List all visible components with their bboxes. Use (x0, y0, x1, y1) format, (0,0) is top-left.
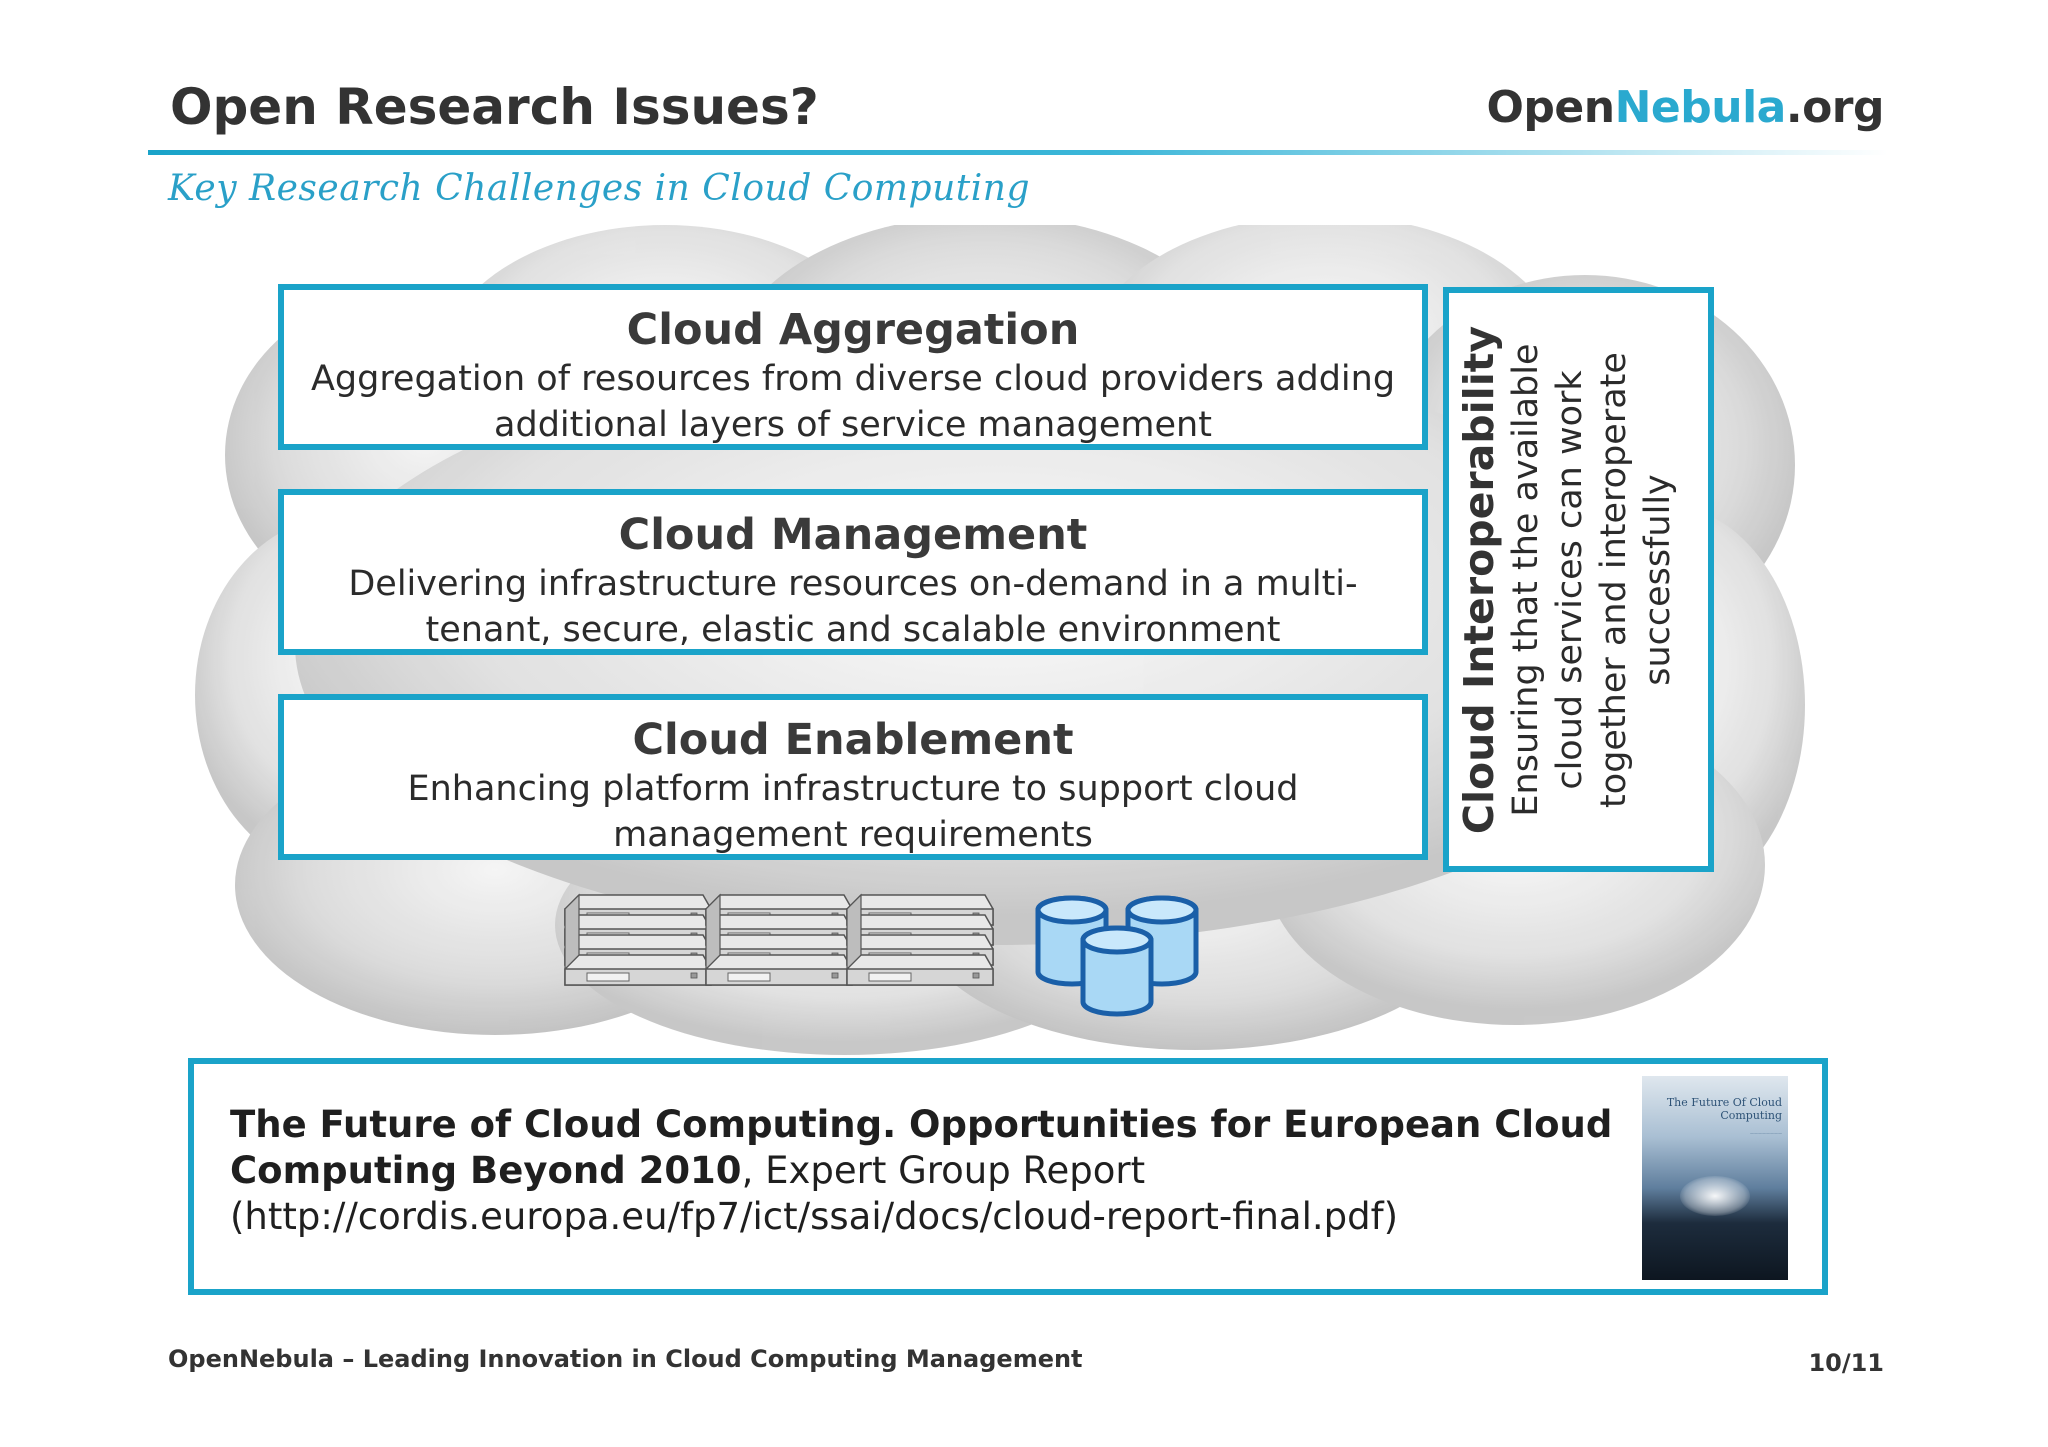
interoperability-title: Cloud Interoperability (1454, 325, 1503, 834)
cover-cloud-graphic (1680, 1176, 1750, 1216)
slide-subtitle: Key Research Challenges in Cloud Computi… (168, 168, 1030, 209)
reference-box: The Future of Cloud Computing. Opportuni… (188, 1058, 1828, 1295)
interoperability-description: Ensuring that the available cloud servic… (1505, 342, 1678, 817)
cloud-enablement-box: Cloud Enablement Enhancing platform infr… (278, 694, 1428, 860)
cloud-management-box: Cloud Management Delivering infrastructu… (278, 489, 1428, 655)
layer-title: Cloud Enablement (632, 715, 1074, 765)
server-stack-icon (565, 895, 711, 985)
cover-subtitle-decoration: ———————— (1750, 1130, 1782, 1135)
header-divider (148, 150, 1888, 155)
layer-description: Aggregation of resources from diverse cl… (310, 359, 1396, 445)
brand-suffix: .org (1785, 82, 1885, 133)
server-stack-icon (847, 895, 993, 985)
report-cover-image: The Future Of Cloud Computing ———————— (1642, 1076, 1788, 1280)
server-stack-icon (706, 895, 852, 985)
layer-description: Delivering infrastructure resources on-d… (348, 564, 1358, 650)
cloud-interoperability-box: Cloud Interoperability Ensuring that the… (1443, 287, 1714, 872)
reference-title: The Future of Cloud Computing. Opportuni… (230, 1103, 1613, 1192)
layer-description: Enhancing platform infrastructure to sup… (407, 769, 1299, 855)
database-icon (1080, 925, 1154, 1017)
layer-title: Cloud Management (618, 510, 1088, 560)
cover-title: The Future Of Cloud Computing (1666, 1096, 1782, 1122)
slide-title: Open Research Issues? (170, 78, 819, 136)
opennebula-logo: OpenNebula.org (1486, 82, 1885, 133)
page-number: 10/11 (1808, 1349, 1884, 1377)
interoperability-rotated-text: Cloud Interoperability Ensuring that the… (1454, 307, 1704, 852)
brand-prefix: Open (1486, 82, 1616, 133)
infrastructure-hardware (560, 890, 1199, 1017)
brand-accent: Nebula (1614, 82, 1787, 133)
layer-title: Cloud Aggregation (626, 305, 1080, 355)
reference-citation: The Future of Cloud Computing. Opportuni… (230, 1102, 1620, 1240)
reference-details: , Expert Group Report (http://cordis.eur… (230, 1149, 1399, 1238)
cloud-aggregation-box: Cloud Aggregation Aggregation of resourc… (278, 284, 1428, 450)
footer-text: OpenNebula – Leading Innovation in Cloud… (168, 1345, 1083, 1373)
